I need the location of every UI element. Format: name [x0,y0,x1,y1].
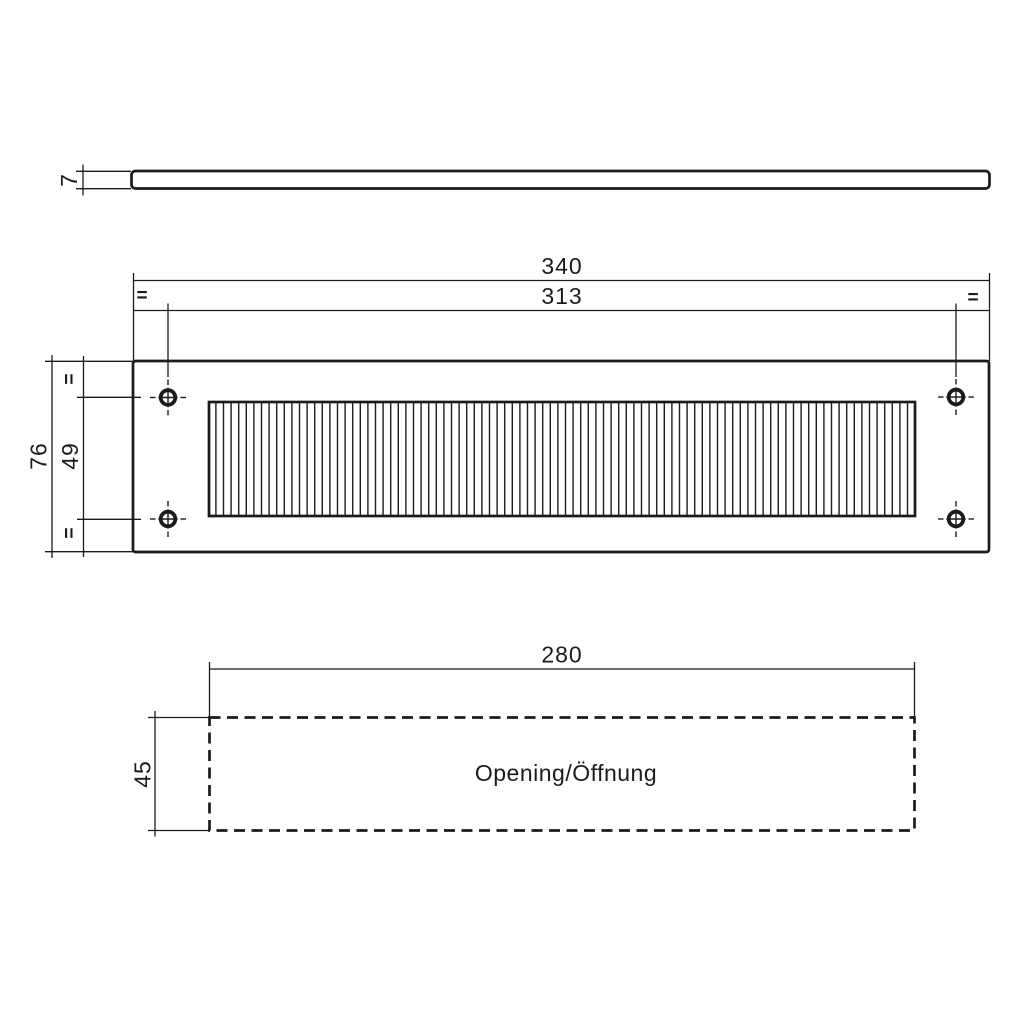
plate-outline [131,359,991,554]
front-view: 340 313 = = 76 49 = = [26,253,991,558]
hole-pitch-width-dimension-value: 313 [541,283,582,309]
equal-spacing-mark-top-right: = [967,288,978,309]
equal-spacing-mark-left-top: = [60,373,81,384]
equal-spacing-mark-left-bottom: = [60,527,81,538]
opening-height-dimension-value: 45 [130,760,156,788]
opening-width-dimension-value: 280 [541,642,582,668]
overall-width-dimension-value: 340 [541,253,582,279]
side-view-plate-profile [130,169,991,190]
overall-height-dimension-value: 76 [26,442,52,470]
hole-pitch-height-dimension-value: 49 [57,442,83,470]
equal-spacing-mark-top-left: = [136,286,147,307]
brush-strip [207,400,917,518]
opening-cutout-dashed-outline [208,716,916,832]
opening-label: Opening/Öffnung [475,760,657,786]
opening-view: 280 45 Opening/Öffnung [130,642,916,837]
thickness-dimension-value: 7 [56,173,82,187]
side-view: 7 [56,164,991,196]
